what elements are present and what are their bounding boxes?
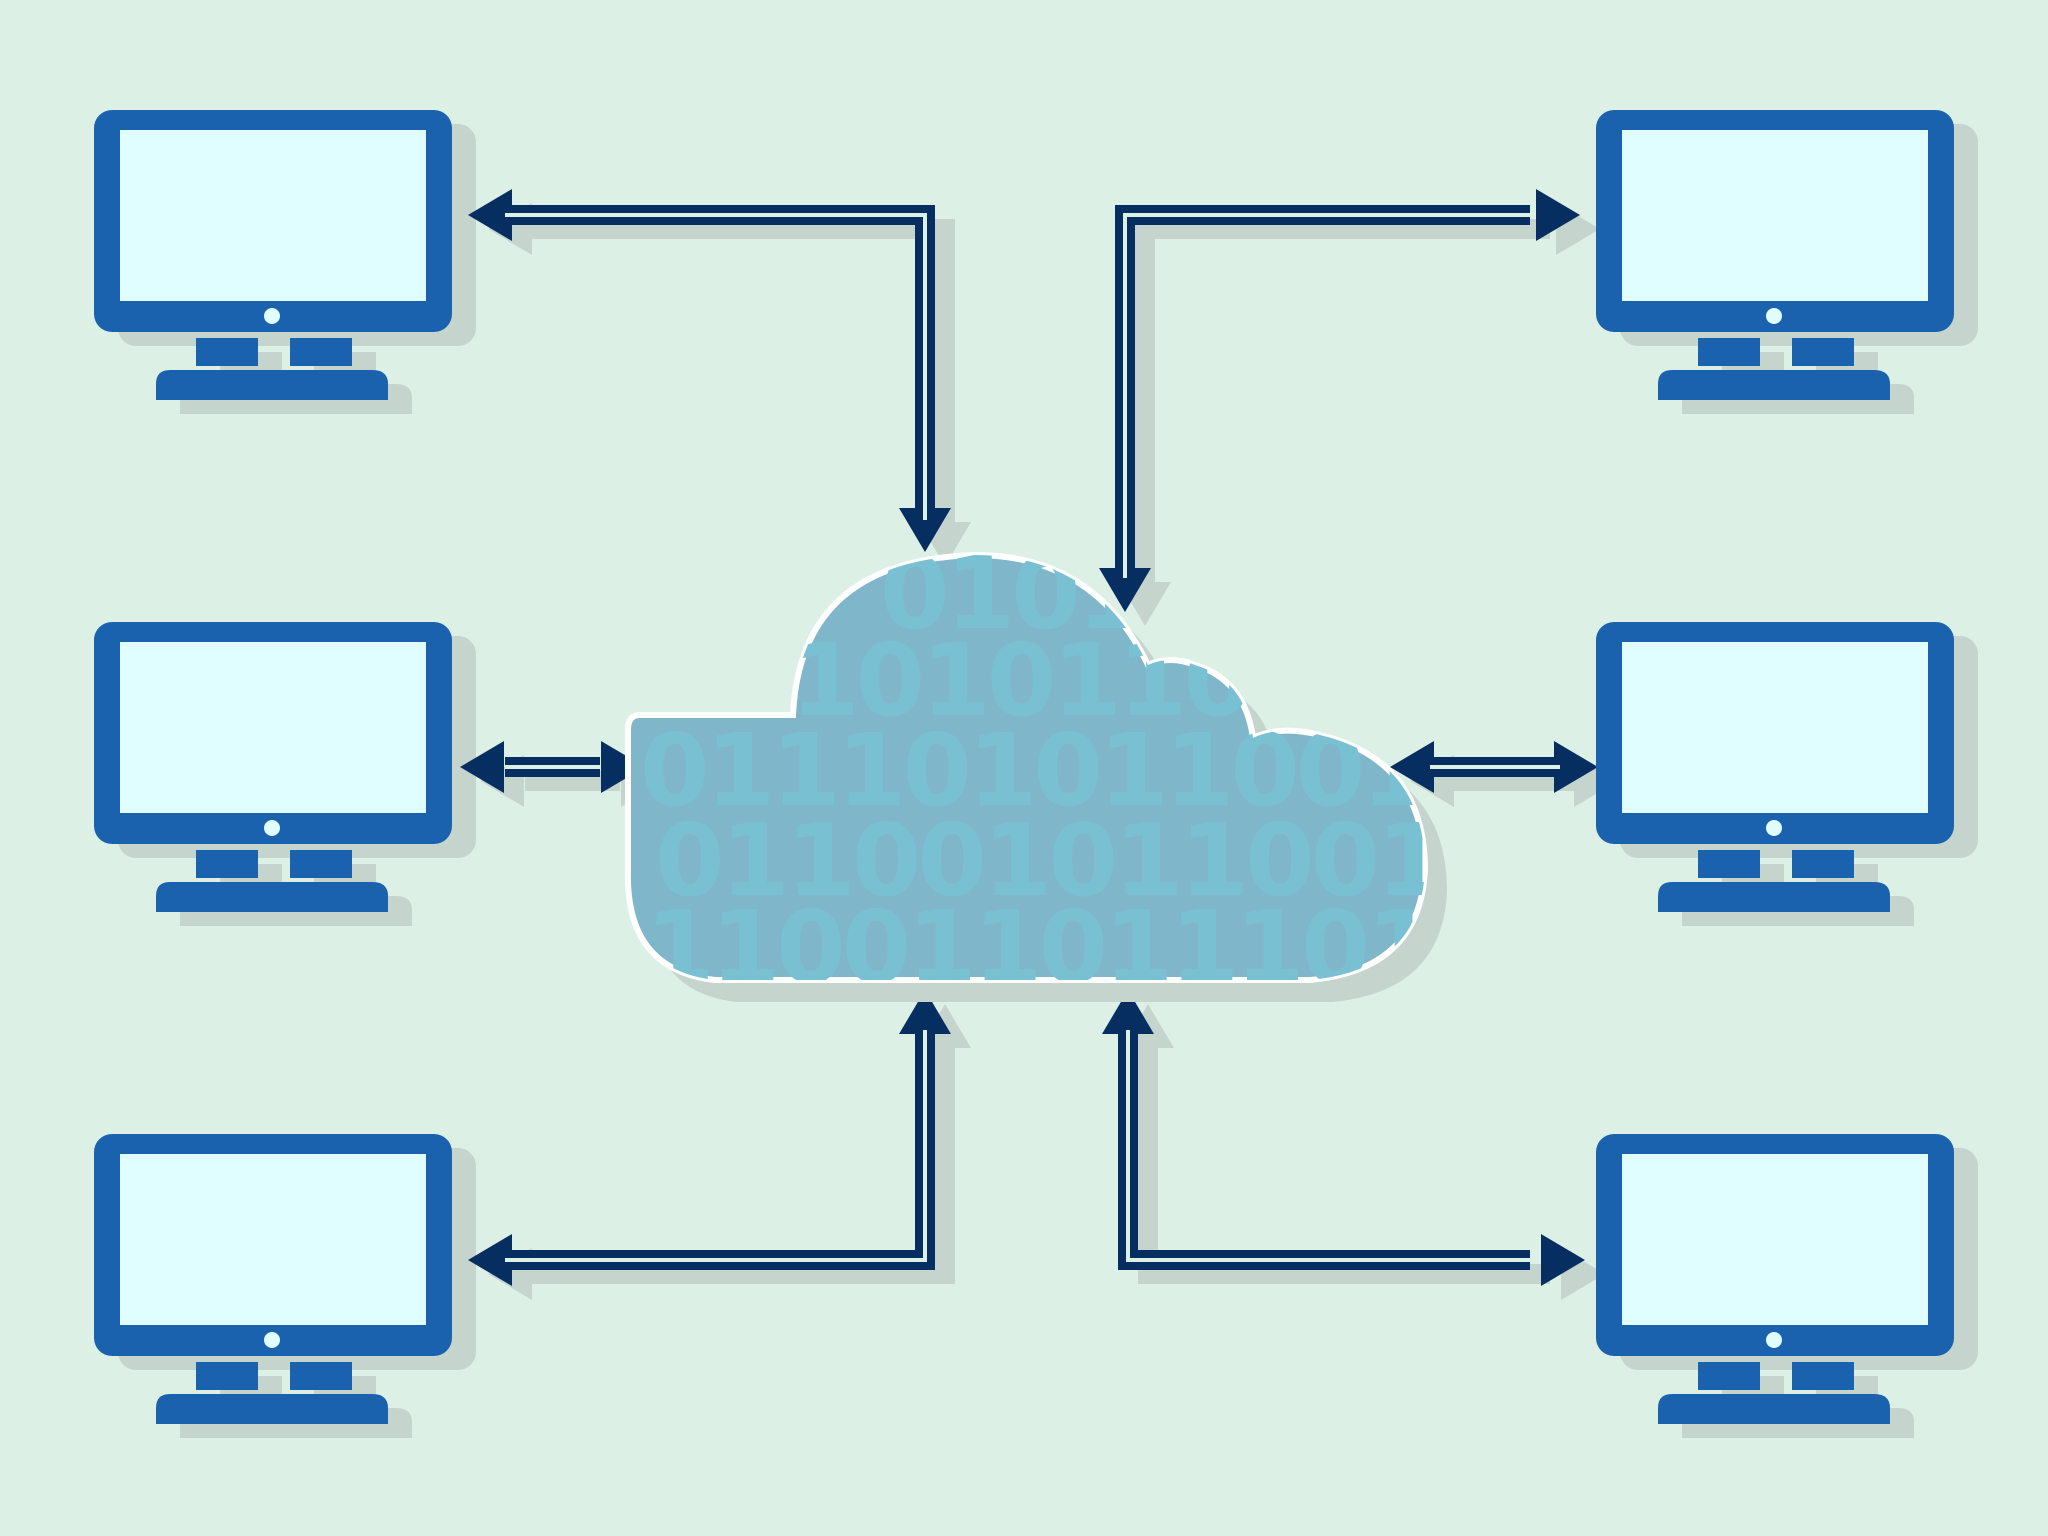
arrowhead [899,508,951,552]
computer-top-right [1596,110,1954,400]
arrowhead [1390,741,1434,793]
power-led [1766,308,1782,324]
connection-arrow-4 [1099,189,1600,626]
arrow-inner-line [505,213,927,520]
arrowhead [1099,568,1151,612]
binary-row-4: 01100101100101 [655,802,1573,919]
power-led [1766,820,1782,836]
monitor-screen [120,642,426,813]
computer-middle-right [1596,622,1954,912]
power-led [264,1332,280,1348]
monitor-screen [120,130,426,301]
arrowhead [1541,1234,1585,1286]
connection-arrow-5 [1390,741,1618,807]
arrowhead [1102,990,1154,1034]
arrowhead [1554,741,1598,793]
monitor-screen [1622,130,1928,301]
connection-arrow-3 [468,990,971,1300]
power-led [1766,1332,1782,1348]
cloud-body [624,551,1429,983]
connection-arrows [460,189,1618,1300]
arrowhead [601,741,645,793]
computer-top-left [94,110,452,400]
computer-middle-left [94,622,452,912]
power-led [264,820,280,836]
monitor-screen [1622,642,1928,813]
arrowhead [1536,189,1580,241]
power-led [264,308,280,324]
arrowhead [468,189,512,241]
arrow-inner-line [1123,213,1530,578]
computer-bottom-right [1596,1134,1954,1424]
arrow-inner-line [505,1030,927,1262]
binary-row-3: 01110101100101 [640,712,1558,829]
arrow-inner-line [1126,1030,1530,1262]
binary-row-5: 110011011101110 [645,889,1629,1006]
arrowhead [460,741,504,793]
arrowhead [468,1234,512,1286]
connection-arrow-1 [468,189,971,566]
computers [94,110,1954,1424]
monitor-screen [120,1154,426,1325]
arrowhead [899,990,951,1034]
connection-arrow-6 [1102,990,1605,1300]
monitor-screen [1622,1154,1928,1325]
computer-bottom-left [94,1134,452,1424]
